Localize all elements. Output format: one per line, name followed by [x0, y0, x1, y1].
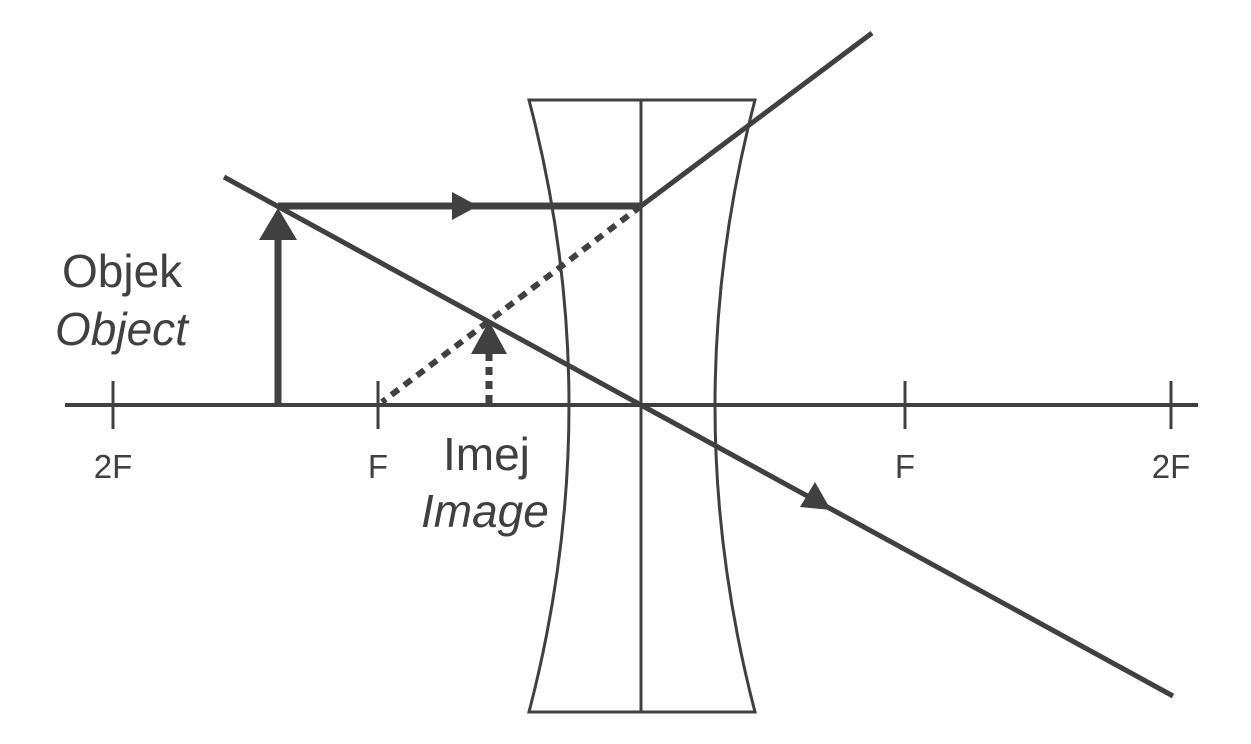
- tick-label-f-right: F: [895, 448, 915, 485]
- tick-label-2f-right: 2F: [1152, 448, 1191, 485]
- ray-parallel-arrow: [452, 192, 478, 220]
- ray-through-center: [222, 174, 1175, 699]
- object-arrow: [259, 208, 297, 405]
- ray-center-line: [222, 174, 1175, 699]
- ray-parallel: [278, 30, 874, 405]
- image-label-malay: Imej: [443, 428, 530, 480]
- ray-center-arrow: [800, 482, 831, 510]
- ray-parallel-refracted: [639, 30, 874, 209]
- image-arrow-head: [471, 321, 507, 354]
- tick-label-f-left: F: [368, 448, 388, 485]
- object-label-english: Object: [55, 303, 190, 355]
- object-label-malay: Objek: [62, 245, 183, 297]
- tick-label-2f-left: 2F: [94, 448, 133, 485]
- object-arrow-head: [259, 208, 297, 240]
- image-label-english: Image: [421, 485, 549, 537]
- ray-parallel-virtual-extension: [380, 203, 643, 405]
- lens-outline: [527, 98, 757, 714]
- axis-tick-marks: [111, 381, 1173, 429]
- image-arrow: [471, 321, 507, 403]
